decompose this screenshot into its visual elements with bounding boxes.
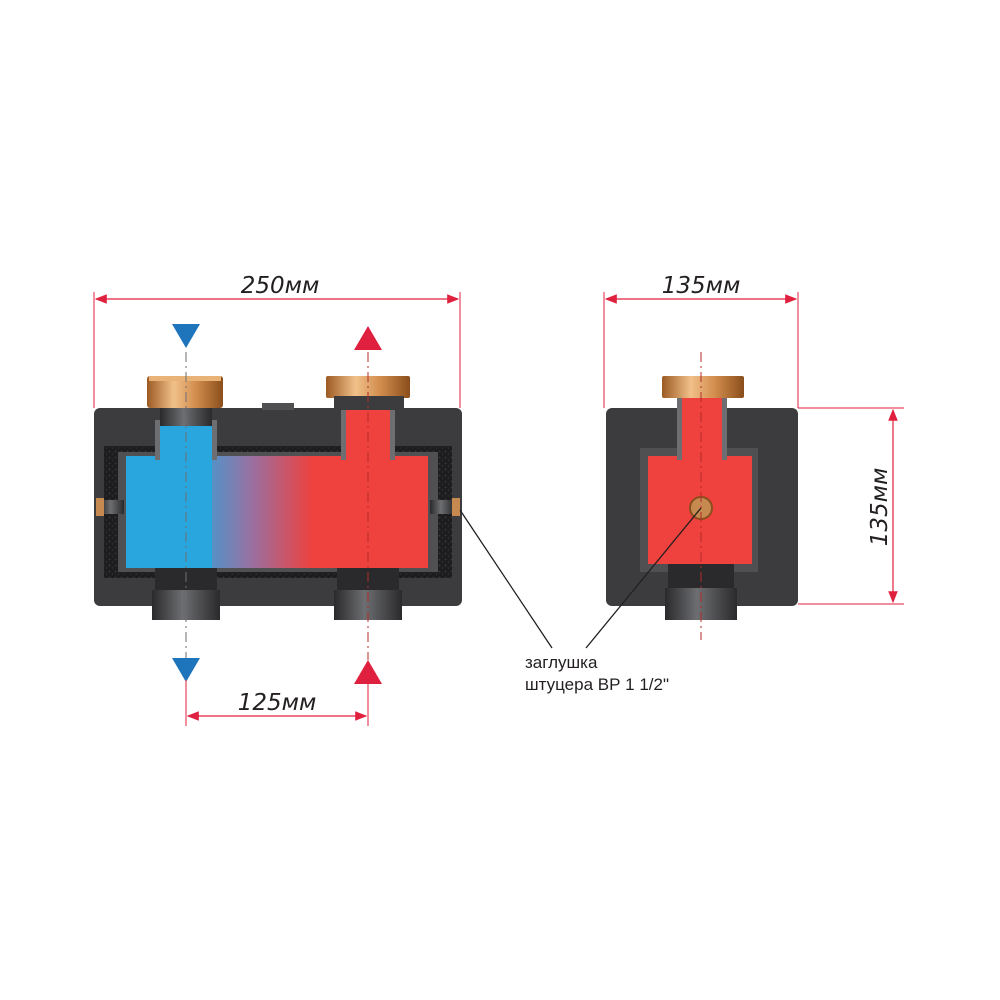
hot-inflow-arrow-up-icon [354,660,382,684]
callout-line2: штуцера ВР 1 1/2" [525,675,669,694]
hot-pipe-wall-left [341,395,346,460]
side-pipe-wall-left [677,398,682,460]
side-pipe-wall-right [722,398,727,460]
hot-pipe-wall-right [390,395,395,460]
hot-outflow-arrow-up-icon [354,326,382,350]
callout-leader-front [459,509,553,649]
dim-135h-label: 135мм [867,468,893,547]
hot-top-neck [334,396,404,410]
left-plug-brass [96,498,104,516]
dimension-250: 250мм [93,273,461,408]
plug-callout: заглушка штуцера ВР 1 1/2" [459,507,702,694]
cold-pipe-wall-left [155,420,160,460]
right-plug-brass [452,498,460,516]
dim-135w-label: 135мм [662,273,741,299]
dimension-125: 125мм [185,680,369,726]
left-plug [100,500,124,514]
cold-top-nut-rim [149,376,221,381]
dimension-135-width: 135мм [603,273,799,408]
callout-leader-side [585,507,702,649]
side-top-pipe [682,398,722,460]
side-view [606,352,798,640]
cold-inflow-arrow-down-icon [172,324,200,348]
cold-pipe-wall-right [212,420,217,460]
dim-125-label: 125мм [238,690,317,716]
side-top-nut [662,376,744,398]
dim-250-label: 250мм [241,273,320,299]
cold-outflow-arrow-down-icon [172,658,200,682]
dimension-135-height: 135мм [798,407,904,605]
front-view [94,352,462,660]
callout-line1: заглушка [525,653,598,672]
cold-top-nut [147,376,223,408]
top-center-knob [262,403,294,410]
right-plug [430,500,454,514]
